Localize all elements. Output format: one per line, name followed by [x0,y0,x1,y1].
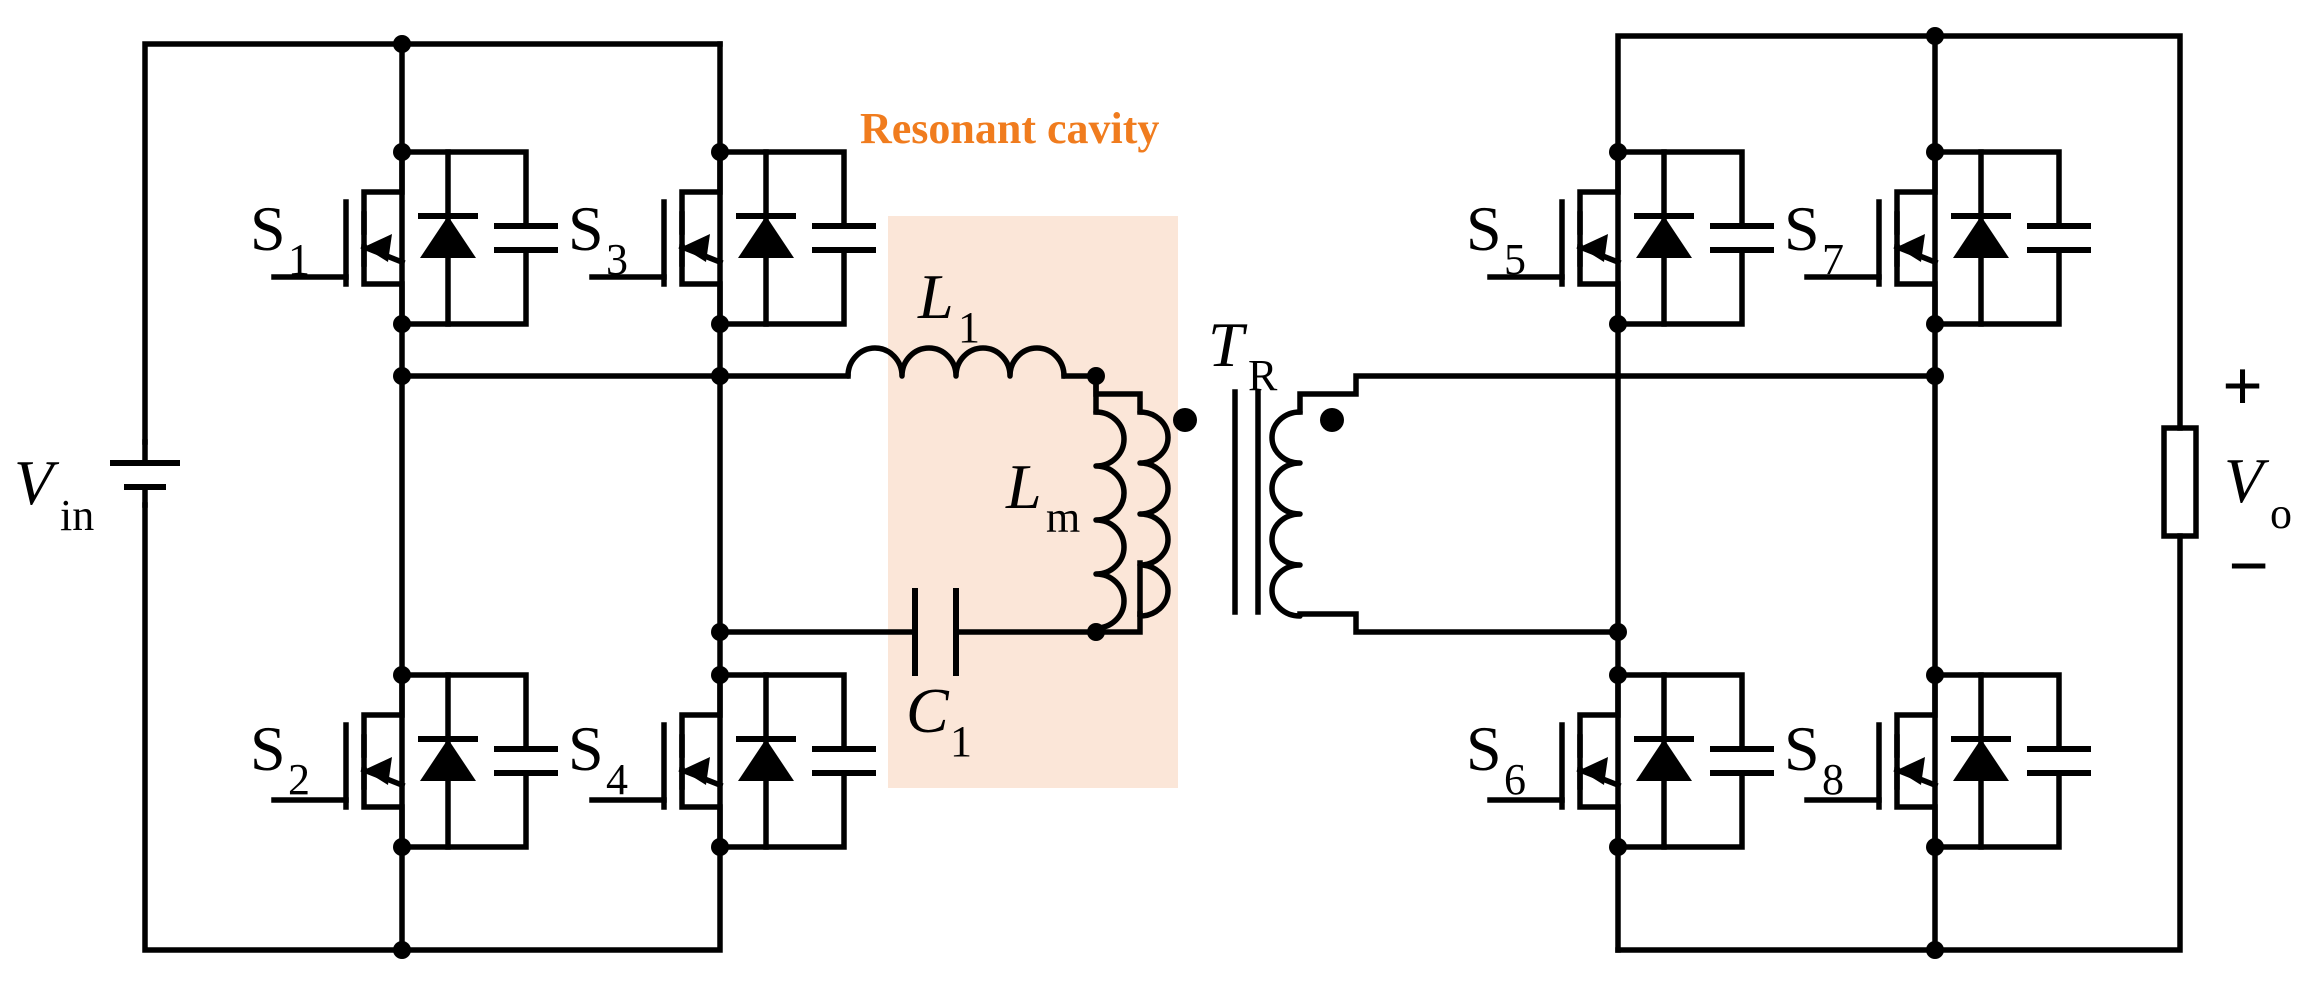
junction-dots [393,27,1944,959]
transformer-core [1173,389,1344,615]
vin-symbol: V [14,447,60,518]
switch-sub-s2: 2 [288,755,310,804]
junction-dot [393,941,411,959]
secondary-bridge-wiring [1615,33,2183,953]
switch-sub-s4: 4 [606,755,628,804]
switch-label-s2: S [250,713,286,784]
switch-s3 [589,145,876,327]
junction-dot [1926,666,1944,684]
load-resistor [2161,425,2199,539]
resonant-cavity-region [888,216,1178,788]
junction-dot [1087,367,1105,385]
inductor-l1 [845,345,1067,379]
lm-symbol: L [1005,451,1042,522]
switch-label-s3: S [568,193,604,264]
label-tr: T R [1208,309,1278,400]
switch-sub-s6: 6 [1504,755,1526,804]
switch-sub-s8: 8 [1822,755,1844,804]
transformer-primary-winding [1137,409,1171,619]
vo-subscript: o [2270,489,2292,538]
junction-dot [1609,838,1627,856]
vo-plus-sign: + [2222,346,2263,426]
label-lm: L m [1005,451,1080,542]
switch-s4 [589,668,876,850]
junction-dot [1609,666,1627,684]
label-vo: V o [2224,445,2292,538]
resonant-cavity-title: Resonant cavity [860,104,1159,153]
junction-dot [1926,315,1944,333]
switch-label-s6: S [1466,713,1502,784]
junction-dot [711,315,729,333]
junction-dot [711,143,729,161]
l1-subscript: 1 [958,303,980,352]
junction-dot [1926,27,1944,45]
vin-subscript: in [60,491,94,540]
junction-dot [1087,623,1105,641]
switch-s6 [1487,668,1774,850]
c1-subscript: 1 [950,717,972,766]
junction-dot [393,35,411,53]
junction-dot [711,623,729,641]
primary-dot-mark [1173,408,1197,432]
junction-dot [1926,838,1944,856]
switch-label-s5: S [1466,193,1502,264]
junction-dot [1926,941,1944,959]
junction-dot [1926,143,1944,161]
switch-s1 [271,145,558,327]
junction-dot [711,367,729,385]
label-c1: C 1 [906,675,972,766]
label-l1: L 1 [917,261,980,352]
junction-dot [1926,367,1944,385]
tr-symbol: T [1208,309,1248,380]
lm-subscript: m [1046,493,1080,542]
tr-subscript: R [1248,351,1278,400]
secondary-dot-mark [1320,408,1344,432]
junction-dot [711,666,729,684]
switch-s2 [271,668,558,850]
switch-sub-s3: 3 [606,235,628,284]
c1-symbol: C [906,675,950,746]
junction-dot [393,315,411,333]
switch-sub-s5: 5 [1504,235,1526,284]
junction-dot [393,838,411,856]
transformer-secondary [1269,373,1621,635]
transformer-secondary-winding [1269,409,1303,619]
junction-dot [393,143,411,161]
vin-battery [110,439,180,508]
l1-symbol: L [917,261,954,332]
switch-s8 [1804,668,2091,850]
junction-dot [393,367,411,385]
vo-minus-sign: − [2228,526,2269,606]
label-vin: V in [14,447,94,540]
vo-symbol: V [2224,445,2270,516]
inductor-lm [1093,409,1127,631]
switch-s7 [1804,145,2091,327]
primary-bridge-wiring [142,41,1099,953]
switch-sub-s7: 7 [1822,235,1844,284]
switch-s5 [1487,145,1774,327]
switch-sub-s1: 1 [288,235,310,284]
switch-label-s4: S [568,713,604,784]
switch-label-s7: S [1784,193,1820,264]
junction-dot [711,838,729,856]
switch-label-s8: S [1784,713,1820,784]
junction-dot [1609,143,1627,161]
junction-dot [393,666,411,684]
junction-dot [1609,315,1627,333]
switch-modules [271,145,2091,850]
switch-label-s1: S [250,193,286,264]
junction-dot [1609,623,1627,641]
